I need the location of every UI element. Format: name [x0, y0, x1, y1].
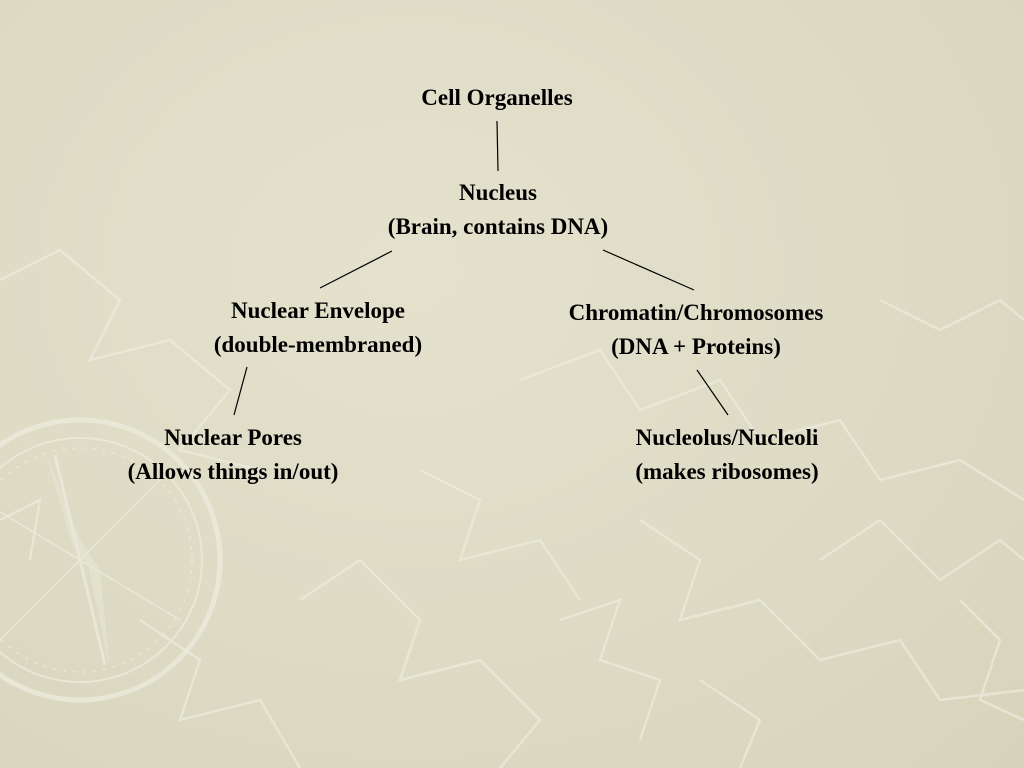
connector-envelope-pores: [233, 366, 248, 416]
node-nucleus: Nucleus (Brain, contains DNA): [298, 176, 698, 244]
node-title: Nuclear Envelope: [231, 298, 405, 323]
node-title: Chromatin/Chromosomes: [568, 300, 824, 325]
compass-rose: [0, 417, 223, 703]
connector-nucleus-envelope: [319, 250, 393, 289]
node-nuclear-pores: Nuclear Pores (Allows things in/out): [73, 421, 393, 489]
node-description: (Allows things in/out): [127, 459, 339, 484]
node-title: Cell Organelles: [421, 85, 573, 110]
node-title: Nucleolus/Nucleoli: [635, 425, 819, 450]
node-description: (DNA + Proteins): [611, 334, 781, 359]
node-chromatin: Chromatin/Chromosomes (DNA + Proteins): [516, 296, 876, 364]
node-description: (Brain, contains DNA): [387, 214, 609, 239]
connector-chromatin-nucleolus: [696, 369, 729, 416]
node-description: (double-membraned): [213, 332, 423, 357]
connector-nucleus-chromatin: [602, 249, 695, 291]
node-title: Nucleus: [459, 180, 537, 205]
node-description: (makes ribosomes): [635, 459, 819, 484]
node-nuclear-envelope: Nuclear Envelope (double-membraned): [148, 294, 488, 362]
connector-root-nucleus: [496, 120, 499, 172]
node-nucleolus: Nucleolus/Nucleoli (makes ribosomes): [567, 421, 887, 489]
node-title: Nuclear Pores: [164, 425, 302, 450]
node-cell-organelles: Cell Organelles: [347, 81, 647, 115]
